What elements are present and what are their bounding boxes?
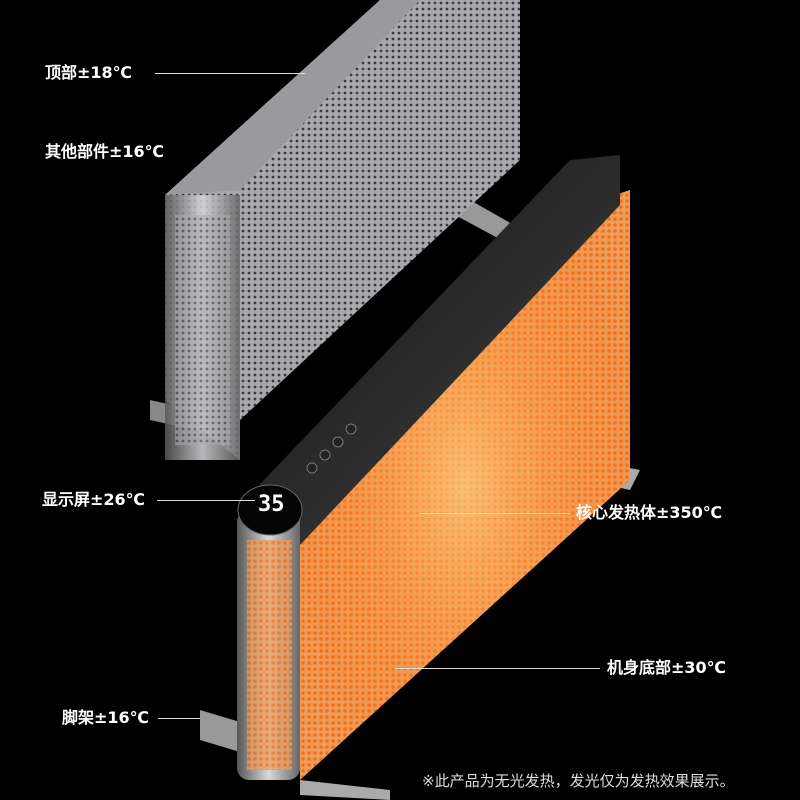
leader-line-display [157,500,255,501]
front-heater [200,155,640,800]
front-stand-foot [300,780,390,800]
control-button[interactable] [306,462,318,474]
control-buttons [306,423,357,474]
leader-line-stand [158,718,200,719]
control-button[interactable] [345,423,357,435]
display-reading: 35 [258,492,285,517]
leader-line-body [395,668,600,669]
label-top: 顶部±18℃ [45,63,133,82]
label-stand: 脚架±16℃ [62,708,150,727]
label-core-heater: 核心发热体±350℃ [576,503,723,522]
display-screen [237,484,303,536]
control-button[interactable] [319,449,331,461]
back-heater [150,0,540,460]
front-heater-top-panel [240,155,620,545]
label-body-bottom: 机身底部±30℃ [607,658,727,677]
leader-line-top [155,73,305,74]
back-heater-end-grille [175,215,230,445]
label-other-parts: 其他部件±16℃ [45,142,165,161]
footnote: ※此产品为无光发热，发光仅为发热效果展示。 [422,772,735,790]
back-heater-top [165,0,420,195]
front-heater-end-grille [247,540,292,770]
leader-line-core [420,513,570,514]
label-display: 显示屏±26℃ [42,490,146,509]
heat-glow [300,190,630,780]
control-button[interactable] [332,436,344,448]
